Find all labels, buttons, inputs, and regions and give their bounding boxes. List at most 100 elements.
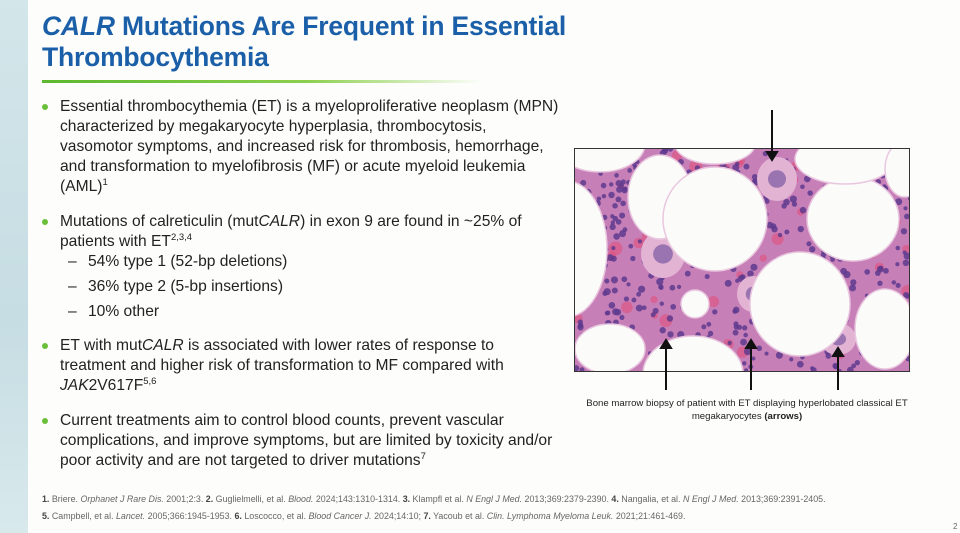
histology-shape: [803, 175, 811, 183]
reference-text: Clin. Lymphoma Myeloma Leuk.: [486, 511, 614, 521]
histology-shape: [579, 367, 585, 371]
histology-shape: [602, 290, 608, 296]
reference-text: Loscocco, et al.: [241, 511, 309, 521]
histology-shape: [847, 366, 854, 371]
histology-shape: [620, 179, 626, 185]
histology-shape: [621, 301, 633, 314]
histology-shape: [891, 280, 897, 285]
histology-shape: [706, 321, 712, 327]
histology-shape: [626, 282, 631, 287]
histology-shape: [628, 243, 634, 249]
bullet-text: Current treatments aim to control blood …: [60, 412, 553, 469]
histology-shape: [670, 303, 677, 310]
histology-shape: [652, 307, 659, 314]
histology-shape: [884, 149, 909, 198]
histology-shape: [766, 221, 774, 229]
histology-shape: [743, 332, 748, 338]
histology-shape: [635, 304, 643, 312]
histology-shape: [676, 284, 682, 289]
histology-shape: [877, 280, 883, 286]
histology-shape: [653, 244, 673, 264]
reference-text: N Engl J Med.: [682, 494, 739, 504]
histology-shape: [895, 262, 900, 267]
bullet-text: Mutations of calreticulin (mut: [60, 213, 259, 230]
bullet-text: ET with mut: [60, 337, 143, 354]
histology-shape: [659, 327, 666, 334]
sub-list: –54% type 1 (52-bp deletions) –36% type …: [42, 249, 562, 324]
histology-shape: [659, 285, 664, 290]
histology-shape: [904, 213, 909, 220]
slide-title: CALR Mutations Are Frequent in Essential…: [42, 11, 566, 73]
histology-shape: [616, 186, 623, 193]
histology-shape: [608, 191, 615, 199]
reference-number: 1.: [42, 494, 50, 504]
histology-shape: [732, 306, 740, 314]
histology-shape: [751, 174, 758, 180]
reference-text: 2001;2:3.: [163, 494, 206, 504]
bullet-item: Current treatments aim to control blood …: [42, 411, 562, 471]
reference-number: 7.: [423, 511, 431, 521]
reference-text: 2005;366:1945-1953.: [145, 511, 235, 521]
sub-item: –10% other: [42, 299, 562, 324]
citation: 5,6: [143, 376, 157, 387]
histology-shape: [809, 246, 816, 253]
histology-shape: [605, 310, 611, 316]
sub-text: 36% type 2 (5-bp insertions): [88, 278, 284, 295]
histology-shape: [724, 279, 732, 287]
reference-text: 2013;369:2379-2390.: [522, 494, 612, 504]
histology-shape: [701, 324, 707, 330]
reference-text: Blood Cancer J.: [308, 511, 372, 521]
histology-shape: [900, 228, 908, 235]
histology-shape: [732, 164, 740, 171]
histology-shape: [630, 255, 636, 262]
histology-shape: [604, 278, 610, 284]
histology-shape: [641, 305, 647, 311]
histology-shape: [610, 276, 619, 284]
histology-shape: [740, 274, 746, 280]
histology-shape: [638, 285, 646, 293]
histology-shape: [667, 331, 674, 338]
histology-shape: [751, 356, 756, 361]
gene-name: CALR: [258, 213, 301, 230]
histology-shape: [762, 150, 769, 157]
histology-shape: [797, 225, 804, 233]
histology-shape: [615, 196, 622, 203]
histology-shape: [612, 203, 618, 209]
histology-shape: [612, 308, 620, 316]
histology-shape: [800, 184, 805, 190]
reference-text: Nangalia, et al.: [618, 494, 683, 504]
histology-shape: [854, 360, 860, 366]
bullet-text: 2V617F: [88, 377, 144, 394]
histology-shape: [810, 367, 817, 371]
bullet-icon: [42, 219, 48, 225]
title-gene: CALR: [42, 11, 115, 41]
histology-shape: [615, 219, 622, 225]
histology-shape: [735, 278, 740, 283]
histology-shape: [807, 190, 813, 196]
histology-shape: [636, 291, 642, 297]
histology-shape: [895, 198, 903, 206]
reference-text: 2024;14:10;: [371, 511, 424, 521]
title-divider: [42, 80, 482, 83]
histology-shape: [775, 351, 783, 359]
histology-shape: [712, 309, 718, 315]
histology-shape: [619, 314, 625, 320]
histology-shape: [613, 233, 620, 240]
histology-shape: [680, 289, 710, 319]
histology-shape: [850, 279, 857, 286]
histology-shape: [596, 196, 602, 201]
histology-shape: [749, 251, 851, 357]
histology-shape: [743, 348, 752, 356]
histology-shape: [666, 315, 674, 322]
histology-shape: [610, 220, 616, 225]
histology-shape: [661, 149, 669, 154]
citation: 2,3,4: [170, 232, 193, 243]
bullet-item: ET with mutCALR is associated with lower…: [42, 336, 562, 396]
histology-shape: [610, 255, 617, 262]
bullet-icon: [42, 343, 48, 349]
histology-shape: [619, 212, 626, 219]
histology-shape: [777, 232, 783, 238]
histology-shape: [707, 330, 714, 337]
histology-shape: [784, 229, 790, 235]
histology-shape: [864, 269, 871, 275]
